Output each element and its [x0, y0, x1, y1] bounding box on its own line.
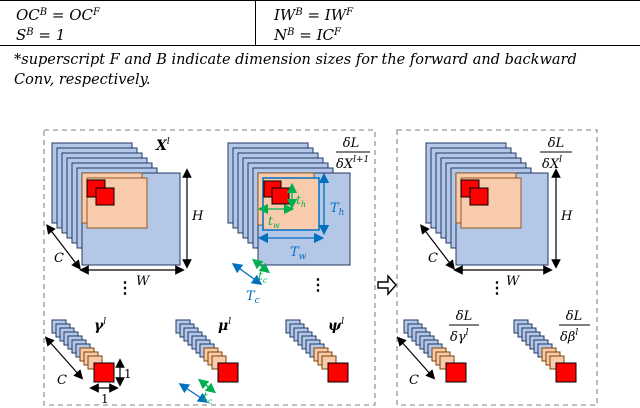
psi-label: ψl	[328, 317, 344, 334]
grad-beta-vector	[513, 319, 577, 383]
cell-n: NB = ICF	[274, 26, 341, 44]
h-label: H	[191, 209, 204, 224]
mu-tc-arrow	[178, 383, 209, 403]
grad-input-stack	[425, 142, 549, 266]
cell-iw: IWB = IWF	[274, 6, 354, 24]
footnote: *superscript F and B indicate dimension …	[14, 52, 577, 88]
right-h-label: H	[560, 209, 573, 224]
gamma-c-arrow	[44, 336, 84, 380]
right-panel-border	[396, 129, 598, 406]
Tc-label: Tc	[246, 289, 260, 306]
grad-beta-den: δβl	[560, 328, 578, 345]
gamma-one-b: 1	[101, 392, 109, 406]
cell-s: SB = 1	[16, 26, 66, 44]
cell-oc: OCB = OCF	[16, 6, 100, 24]
table-bottom-rule	[0, 45, 640, 46]
tw-label: tw	[268, 214, 280, 230]
right-gamma-c-label: C	[409, 373, 419, 388]
dimension-table: OCB = OCF IWB = IWF SB = 1 NB = ICF	[0, 0, 640, 46]
w-label: W	[136, 274, 151, 289]
right-c-label: C	[428, 251, 438, 266]
tc-label: tc	[258, 269, 268, 285]
c-arrow	[46, 224, 81, 270]
table-divider	[255, 0, 256, 46]
grad-gamma-den: δγl	[450, 328, 469, 345]
mu-tc-small-arrow	[197, 378, 217, 394]
left-panel-border	[43, 129, 376, 406]
Tw-label: Tw	[290, 245, 307, 262]
grad-output-den: δXl+1	[336, 155, 369, 172]
flow-arrow-icon	[377, 274, 397, 296]
Tc-arrow	[231, 262, 263, 286]
ellipsis-1: ⋮	[117, 278, 133, 297]
table-top-rule	[0, 0, 640, 1]
c-label: C	[54, 251, 64, 266]
x-label: Xl	[155, 137, 170, 154]
grad-input-num: δL	[548, 136, 564, 151]
Th-label: Th	[330, 201, 344, 218]
right-c-arrow	[420, 224, 455, 270]
gamma-one-a: 1	[124, 367, 132, 381]
right-w-label: W	[506, 274, 521, 289]
right-ellipsis: ⋮	[489, 278, 505, 297]
psi-vector	[285, 319, 349, 383]
tc-arrow	[251, 258, 271, 274]
x-tensor-stack	[51, 142, 181, 266]
grad-input-den: δXl	[542, 155, 562, 172]
mu-tc-label: tc	[203, 390, 213, 406]
mu-vector	[175, 319, 239, 383]
grad-beta-num: δL	[566, 309, 582, 324]
mu-label: μl	[218, 317, 231, 334]
th-label: th	[296, 193, 306, 209]
grad-output-num: δL	[343, 136, 359, 151]
grad-gamma-num: δL	[456, 309, 472, 324]
gamma-c-label: C	[57, 373, 67, 388]
right-gamma-c-arrow	[396, 336, 436, 380]
gamma-label: γl	[94, 317, 106, 334]
ellipsis-2: ⋮	[310, 275, 326, 294]
